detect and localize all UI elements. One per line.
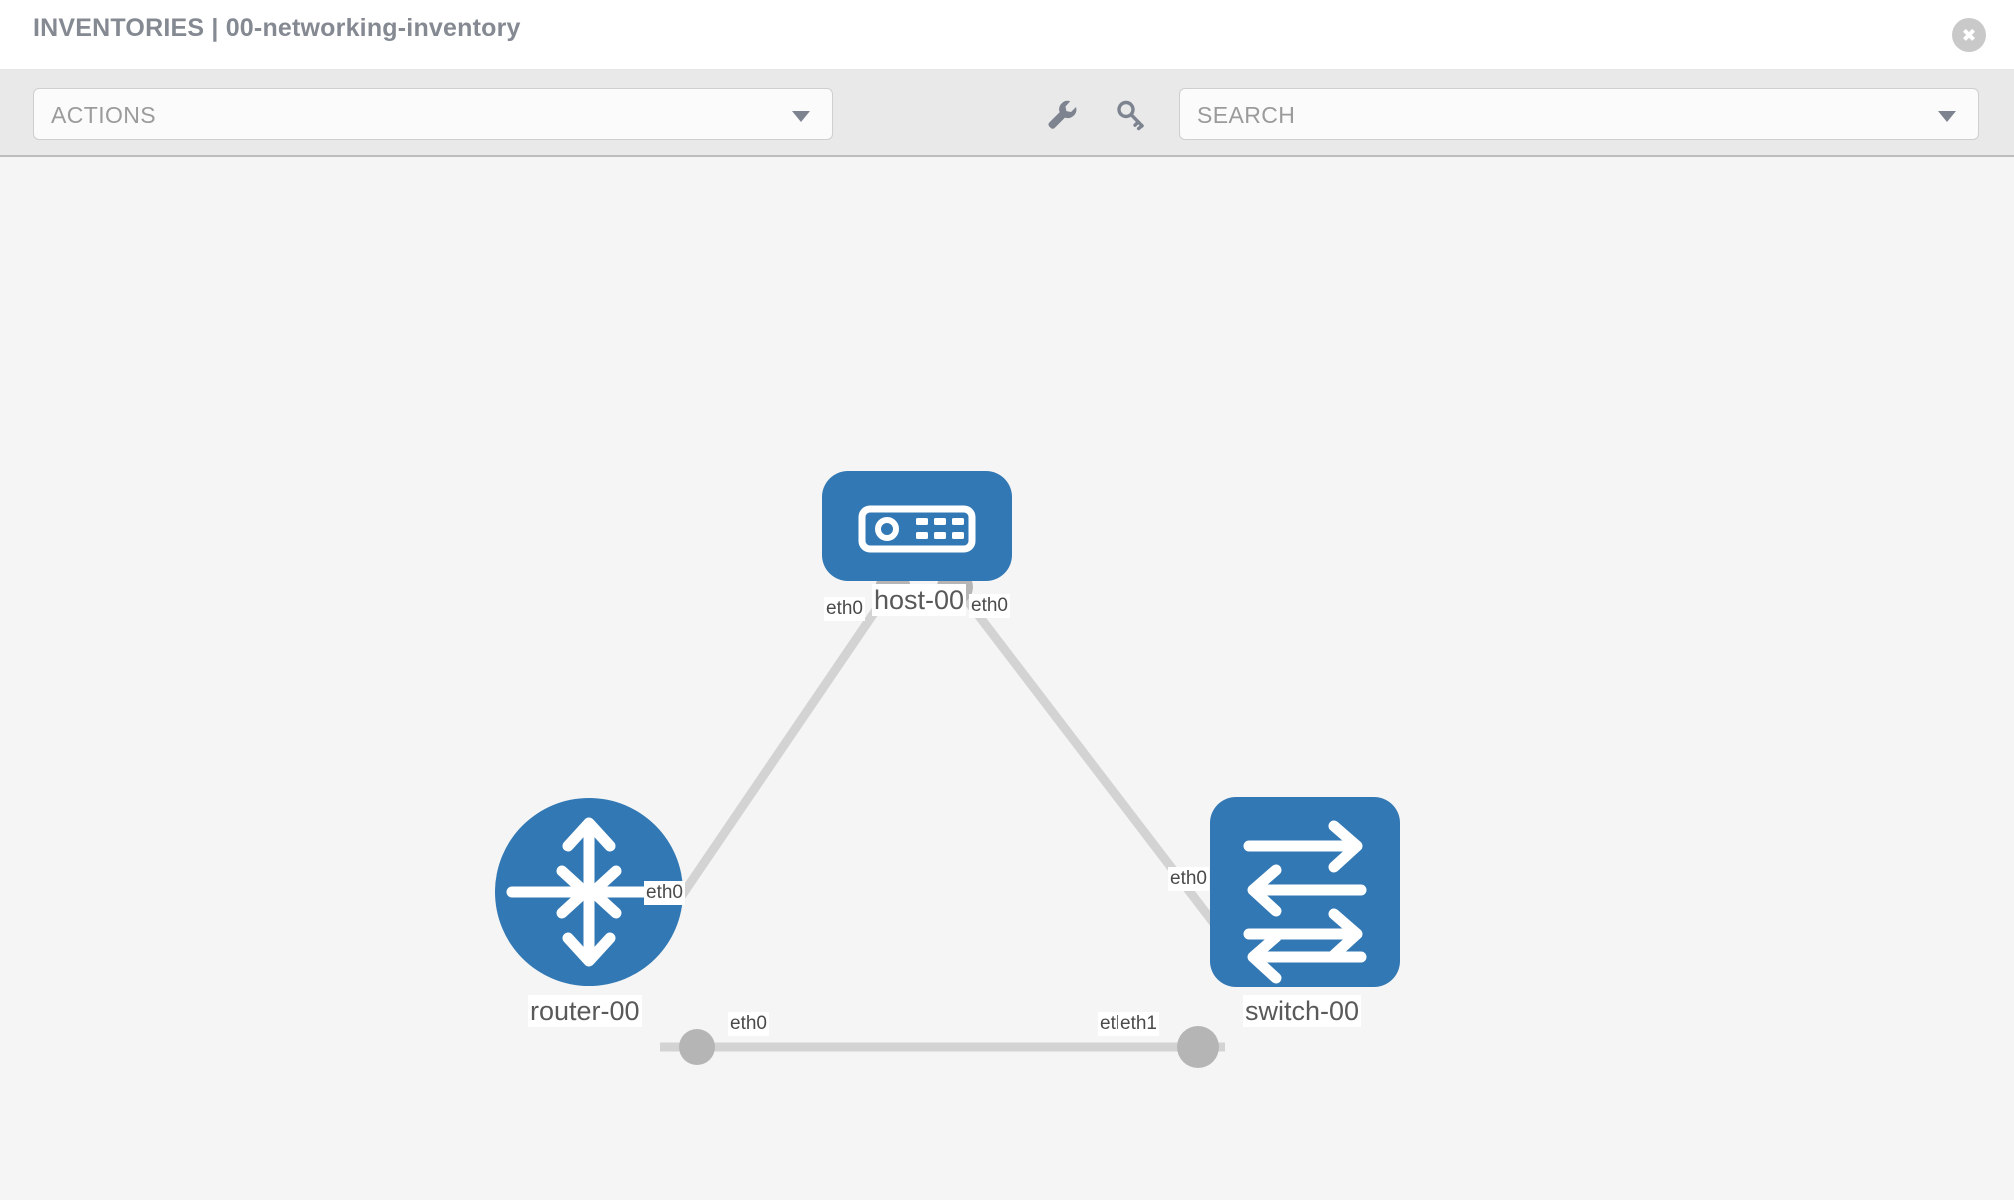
close-icon[interactable] <box>1952 18 1986 52</box>
switch-arrows-icon <box>1243 820 1367 984</box>
node-host-00 <box>822 471 1012 581</box>
iface-label: eth1 <box>1118 1012 1159 1036</box>
link-host-switch <box>949 579 1236 950</box>
connector-stub <box>679 1029 715 1065</box>
chevron-down-icon[interactable] <box>1938 111 1956 122</box>
topology-canvas[interactable]: eth0 eth0 eth0 eth0 eth0 eth0 eth1 host-… <box>0 157 2014 1200</box>
topology-graph <box>495 471 1400 1068</box>
page-title: INVENTORIES | 00-networking-inventory <box>33 14 521 42</box>
server-device-icon <box>858 505 976 553</box>
actions-dropdown-label: ACTIONS <box>51 102 157 128</box>
toolbar: ACTIONS SEARCH <box>0 70 2014 157</box>
node-label-host-00: host-00 <box>872 584 967 616</box>
topology-links <box>636 579 1236 1052</box>
iface-label: eth0 <box>728 1012 769 1036</box>
iface-label: eth0 <box>644 881 685 905</box>
search-input[interactable]: SEARCH <box>1179 88 1979 140</box>
key-icon[interactable] <box>1112 96 1150 134</box>
iface-label: eth0 <box>969 594 1010 618</box>
connector-stub <box>1177 1026 1219 1068</box>
page-header: INVENTORIES | 00-networking-inventory <box>0 0 2014 70</box>
node-switch-00 <box>1210 797 1400 987</box>
search-placeholder: SEARCH <box>1197 102 1296 128</box>
topology-connectors <box>679 569 1254 1068</box>
chevron-down-icon <box>792 111 810 122</box>
iface-label: eth0 <box>1168 867 1209 891</box>
iface-label: eth0 <box>824 597 865 621</box>
node-label-switch-00: switch-00 <box>1243 995 1362 1027</box>
actions-dropdown[interactable]: ACTIONS <box>33 88 833 140</box>
node-label-router-00: router-00 <box>528 995 642 1027</box>
wrench-icon[interactable] <box>1043 96 1081 134</box>
